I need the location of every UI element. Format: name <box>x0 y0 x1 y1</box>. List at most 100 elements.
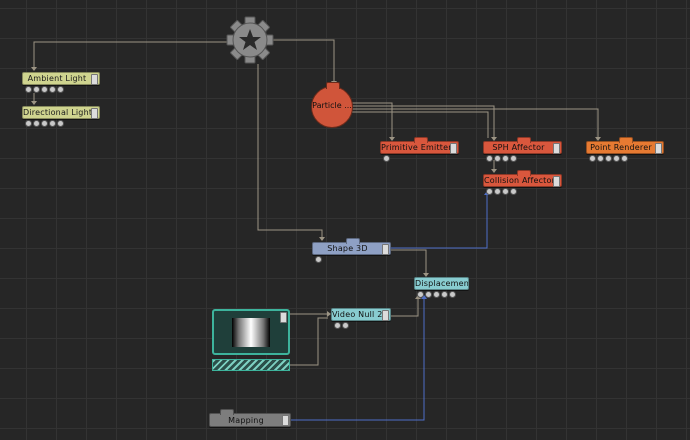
input-port[interactable] <box>49 86 56 93</box>
input-port[interactable] <box>502 188 509 195</box>
input-port[interactable] <box>486 155 493 162</box>
wire-arrow <box>31 101 37 105</box>
node-label: Collision Affector <box>484 176 553 185</box>
input-port[interactable] <box>41 86 48 93</box>
input-port[interactable] <box>49 120 56 127</box>
input-port[interactable] <box>33 120 40 127</box>
input-port[interactable] <box>33 86 40 93</box>
input-port[interactable] <box>502 155 509 162</box>
node-video-source[interactable] <box>212 309 290 355</box>
wire-shape3d-collision <box>391 194 488 249</box>
node-toggle-handle[interactable] <box>382 310 389 321</box>
node-video-null[interactable]: Video Null 2... <box>331 308 391 329</box>
input-port[interactable] <box>57 86 64 93</box>
node-toggle-handle[interactable] <box>553 176 560 187</box>
node-directional-light[interactable]: Directional Light <box>22 106 100 127</box>
input-port[interactable] <box>25 120 32 127</box>
node-toggle-handle[interactable] <box>91 74 98 85</box>
wire-particle-primitive-emitter <box>351 102 393 138</box>
node-sph-affector[interactable]: SPH Affector <box>483 137 562 162</box>
input-port[interactable] <box>441 291 448 298</box>
node-input-tab[interactable] <box>220 409 234 415</box>
wire-arrow <box>421 295 427 299</box>
input-port[interactable] <box>433 291 440 298</box>
wire-particle-collision <box>351 111 489 138</box>
node-ports <box>417 291 456 298</box>
node-ports <box>486 155 517 162</box>
node-ports <box>25 120 64 127</box>
node-shape-3d[interactable]: Shape 3D <box>312 238 391 263</box>
node-toggle-handle[interactable] <box>382 244 389 255</box>
input-port[interactable] <box>605 155 612 162</box>
node-label: Particle ... <box>312 101 352 110</box>
input-port[interactable] <box>383 155 390 162</box>
input-port[interactable] <box>510 188 517 195</box>
input-port[interactable] <box>449 291 456 298</box>
wire-arrow <box>389 137 395 141</box>
input-port[interactable] <box>342 322 349 329</box>
wire-arrow <box>595 137 601 141</box>
node-ports <box>25 86 64 93</box>
wire-arrow <box>491 169 497 173</box>
node-primitive-emitter[interactable]: Primitive Emitter <box>380 137 459 162</box>
node-toggle-handle[interactable] <box>280 312 287 323</box>
input-port[interactable] <box>494 188 501 195</box>
input-port[interactable] <box>621 155 628 162</box>
wire-root-ambient-light <box>33 41 230 68</box>
wire-video-strip <box>290 317 328 366</box>
node-toggle-handle[interactable] <box>282 415 289 426</box>
node-label: Point Renderer <box>590 143 652 152</box>
node-ports <box>589 155 628 162</box>
node-ports <box>315 256 322 263</box>
node-displacement[interactable]: Displacemen... <box>414 277 469 298</box>
input-port[interactable] <box>57 120 64 127</box>
input-port[interactable] <box>510 155 517 162</box>
node-toggle-handle[interactable] <box>553 143 560 154</box>
input-port[interactable] <box>425 291 432 298</box>
wire-particle-point-renderer <box>351 108 599 138</box>
node-ports <box>486 188 517 195</box>
node-collision-affector[interactable]: Collision Affector <box>483 170 562 195</box>
node-input-tab[interactable] <box>345 238 360 244</box>
input-port[interactable] <box>25 86 32 93</box>
input-port[interactable] <box>41 120 48 127</box>
video-source-strip[interactable] <box>212 359 290 371</box>
node-ambient-light[interactable]: Ambient Light <box>22 72 100 93</box>
wire-root-particle <box>272 39 335 82</box>
wire-particle-sph-affector <box>351 105 495 138</box>
node-input-tab[interactable] <box>413 137 428 143</box>
input-port[interactable] <box>597 155 604 162</box>
input-port[interactable] <box>486 188 493 195</box>
node-mapping[interactable]: Mapping <box>209 409 291 427</box>
node-toggle-handle[interactable] <box>91 108 98 119</box>
node-label: Mapping <box>228 416 264 425</box>
node-toggle-handle[interactable] <box>655 143 662 154</box>
node-label: Shape 3D <box>327 244 368 253</box>
wire-arrow <box>491 137 497 141</box>
node-label: Displacemen... <box>415 279 468 288</box>
input-port[interactable] <box>417 291 424 298</box>
wire-videonull-displacement <box>391 298 419 317</box>
node-particle-root[interactable]: Particle ... <box>311 82 353 128</box>
wire-arrow <box>423 273 429 277</box>
input-port[interactable] <box>334 322 341 329</box>
node-input-tab[interactable] <box>516 170 531 176</box>
wire-arrow <box>31 67 37 71</box>
node-ports <box>334 322 349 329</box>
input-port[interactable] <box>613 155 620 162</box>
node-input-tab[interactable] <box>619 137 633 143</box>
node-point-renderer[interactable]: Point Renderer <box>586 137 664 162</box>
node-input-tab[interactable] <box>516 137 531 143</box>
node-toggle-handle[interactable] <box>450 143 457 154</box>
node-label: Primitive Emitter <box>381 143 450 152</box>
root-gear-icon[interactable] <box>226 16 274 64</box>
node-input-tab[interactable] <box>326 82 340 89</box>
input-port[interactable] <box>315 256 322 263</box>
node-ports <box>383 155 390 162</box>
wire-arrow <box>319 237 325 241</box>
input-port[interactable] <box>494 155 501 162</box>
input-port[interactable] <box>589 155 596 162</box>
node-label: Directional Light <box>23 108 91 117</box>
wire-arrow <box>327 311 331 317</box>
